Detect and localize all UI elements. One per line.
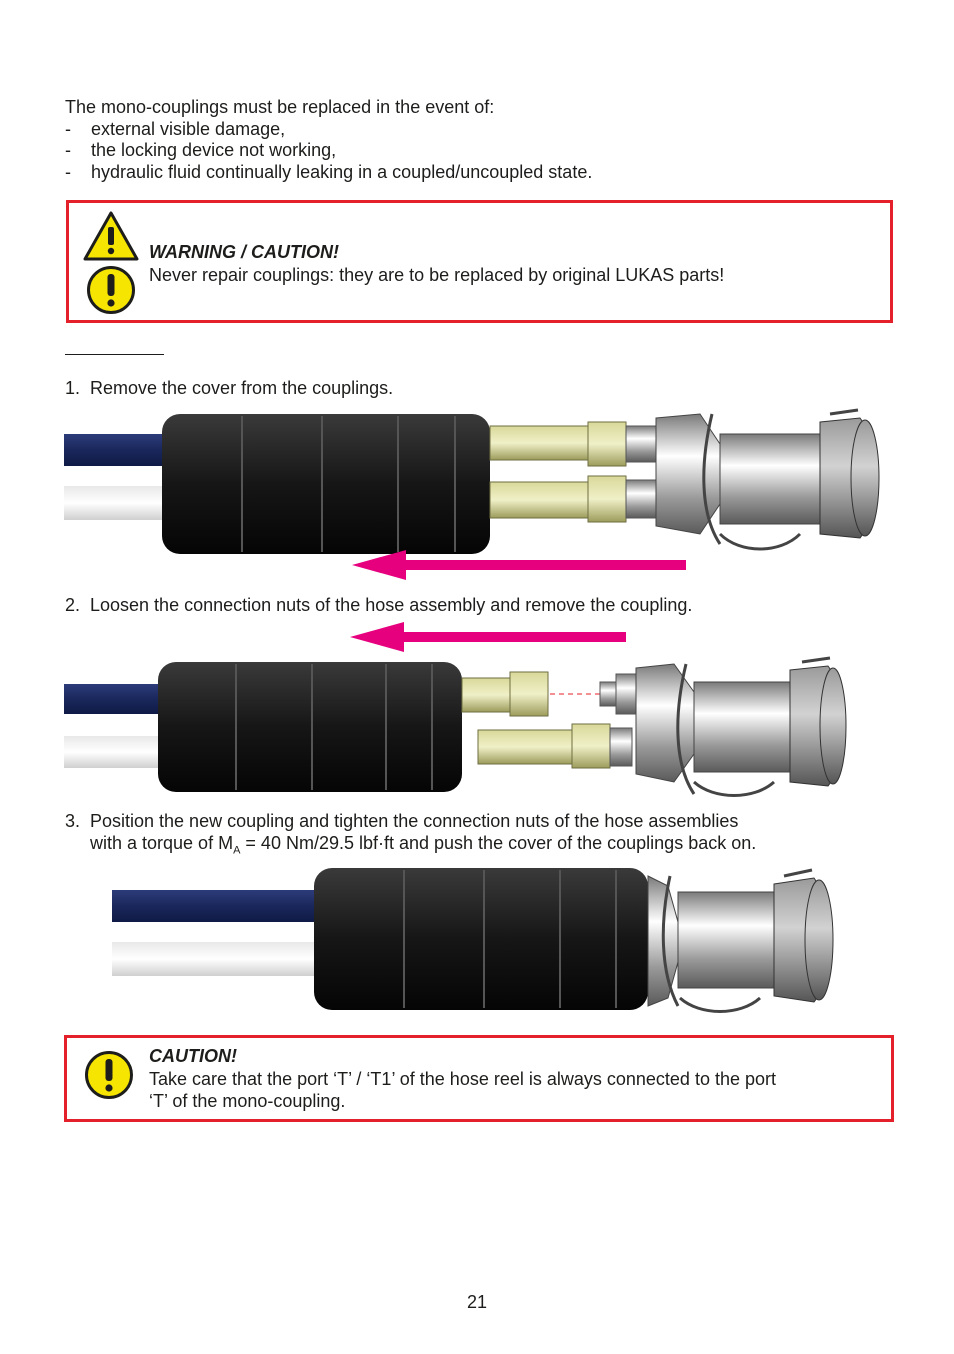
torque-suffix: = 40 Nm/29.5 lbf·ft and push the cover o… — [240, 833, 757, 853]
list-item: - the locking device not working, — [65, 140, 865, 161]
bullet-marker: - — [65, 140, 71, 160]
step-text: Loosen the connection nuts of the hose a… — [90, 595, 693, 615]
caution-text-line-1: Take care that the port ‘T’ / ‘T1’ of th… — [149, 1069, 776, 1089]
step-text-line-2: with a torque of MA = 40 Nm/29.5 lbf·ft … — [90, 833, 756, 862]
bullet-text: the locking device not working, — [91, 140, 337, 160]
bullet-list: - external visible damage, - the locking… — [65, 119, 865, 185]
exclamation-circle-icon — [85, 1051, 133, 1099]
illustration-remove-coupling — [64, 622, 847, 797]
caution-text-line-2: ‘T’ of the mono-coupling. — [149, 1091, 346, 1111]
list-item: - hydraulic fluid continually leaking in… — [65, 162, 865, 183]
caution-title: CAUTION! — [149, 1046, 237, 1066]
caution-box: CAUTION! Take care that the port ‘T’ / ‘… — [64, 1035, 894, 1122]
bullet-text: hydraulic fluid continually leaking in a… — [91, 162, 593, 182]
direction-arrow-head — [352, 550, 406, 580]
step-2: 2. Loosen the connection nuts of the hos… — [65, 595, 692, 616]
warning-title: WARNING / CAUTION! — [149, 242, 339, 262]
intro-lead: The mono-couplings must be replaced in t… — [65, 97, 495, 117]
exclamation-circle-icon — [87, 266, 135, 314]
bullet-marker: - — [65, 162, 71, 182]
step-1: 1. Remove the cover from the couplings. — [65, 378, 393, 399]
step-number: 2. — [65, 595, 81, 615]
warning-triangle-icon — [83, 211, 139, 261]
step-number: 3. — [65, 811, 81, 831]
bullet-marker: - — [65, 119, 71, 139]
illustration-reassembled — [112, 868, 834, 1013]
illustration-remove-cover — [64, 408, 880, 580]
step-3: 3. Position the new coupling and tighten… — [65, 811, 885, 857]
list-item: - external visible damage, — [65, 119, 865, 140]
page-number: 21 — [466, 1292, 488, 1312]
step-text-line-1: Position the new coupling and tighten th… — [90, 811, 739, 831]
step-number: 1. — [65, 378, 81, 398]
bullet-text: external visible damage, — [91, 119, 286, 139]
step-text: Remove the cover from the couplings. — [90, 378, 394, 398]
warning-box: WARNING / CAUTION! Never repair coupling… — [66, 200, 893, 323]
separator-line — [65, 354, 164, 355]
torque-prefix: with a torque of M — [90, 833, 234, 853]
warning-text: Never repair couplings: they are to be r… — [149, 265, 725, 285]
direction-arrow-shaft — [382, 560, 686, 570]
torque-subscript: A — [233, 844, 241, 857]
